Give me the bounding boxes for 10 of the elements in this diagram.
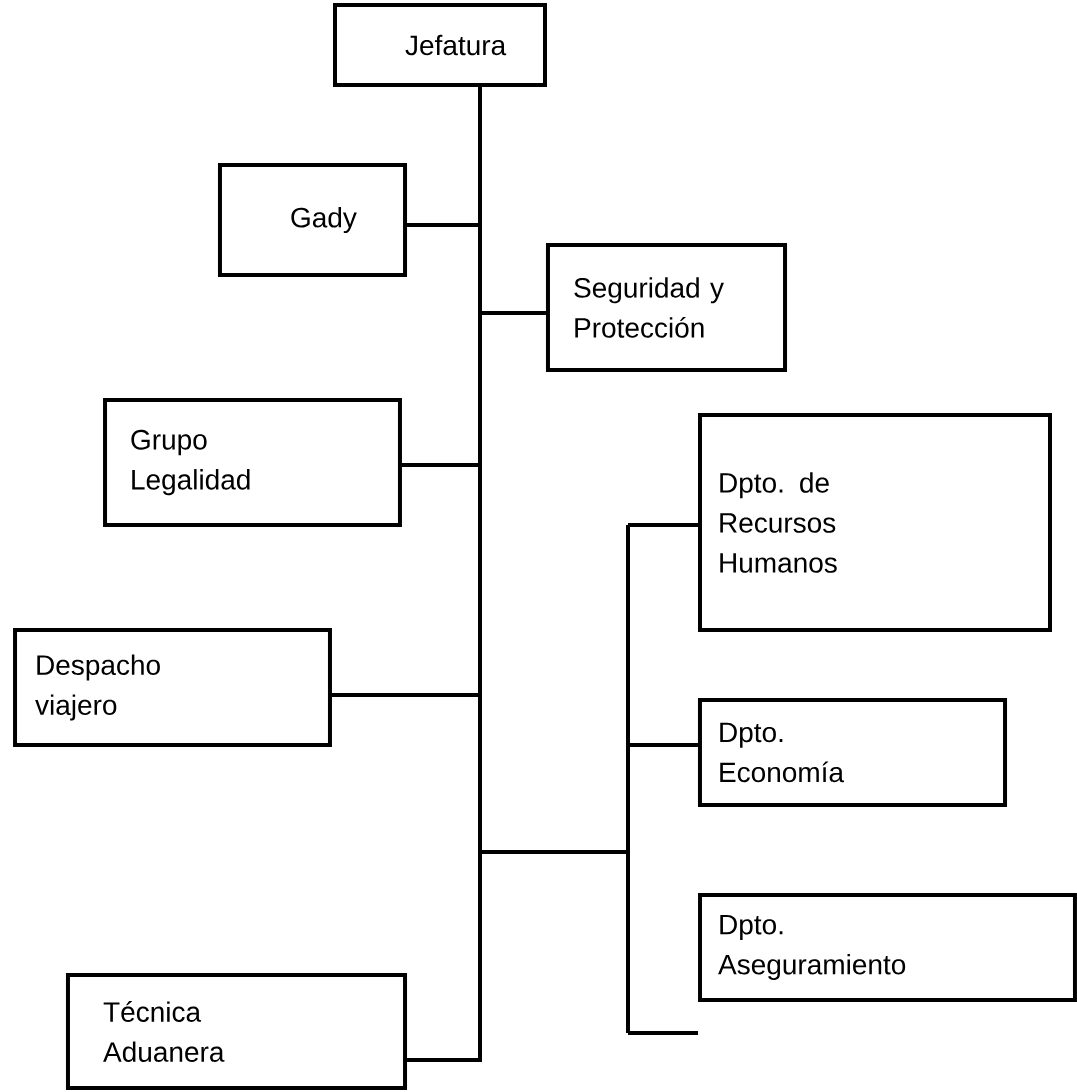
org-box: Técnica Aduanera	[65, 973, 408, 1091]
org-box: Dpto. Economía	[697, 697, 1008, 808]
org-box: Despacho viajero	[13, 628, 332, 747]
org-box: Gady	[217, 163, 408, 277]
org-box: Dpto. Aseguramiento	[698, 893, 1077, 1003]
org-box: Jefatura	[333, 3, 547, 87]
org-box: Seguridad y Protección	[545, 242, 788, 373]
connector-line	[407, 87, 482, 1062]
org-box: Grupo Legalidad	[103, 398, 402, 528]
org-box: Dpto. de Recursos Humanos	[698, 413, 1052, 632]
